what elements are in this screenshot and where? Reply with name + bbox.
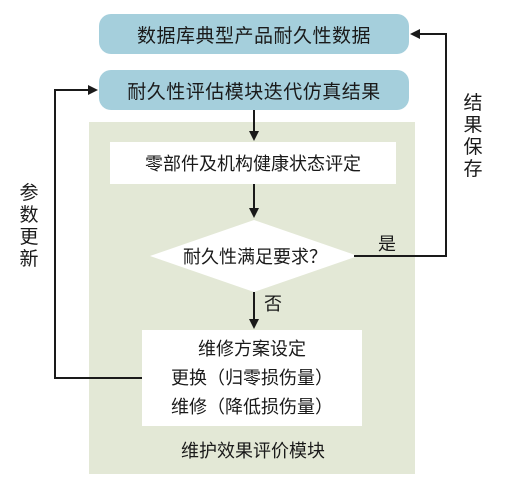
- durability-data-node: 数据库典型产品耐久性数据: [99, 14, 409, 54]
- save-result-char: 果: [463, 114, 483, 136]
- update-params-char: 更: [19, 226, 39, 248]
- module-label: 维护效果评价模块: [181, 441, 325, 462]
- save-result-char: 结: [463, 92, 483, 114]
- maintenance-title: 维修方案设定: [198, 338, 306, 360]
- maintenance-plan-node: 维修方案设定 更换（归零损伤量） 维修（降低损伤量）: [142, 330, 362, 426]
- update-params-label: 参 数 更 新: [18, 182, 40, 270]
- maintenance-repair: 维修（降低损伤量）: [171, 396, 333, 418]
- arrow-update-params: [54, 85, 142, 379]
- decision-node-label: 耐久性满足要求？: [183, 247, 327, 268]
- iteration-result-node: 耐久性评估模块迭代仿真结果: [99, 70, 409, 110]
- update-params-char: 新: [19, 248, 39, 270]
- health-assessment-node: 零部件及机构健康状态评定: [110, 142, 396, 184]
- decision-diamond: [150, 220, 358, 292]
- update-params-char: 数: [19, 204, 39, 226]
- update-params-char: 参: [19, 182, 39, 204]
- yes-label: 是: [378, 234, 396, 255]
- no-label: 否: [264, 294, 282, 315]
- arrow-yes-save-result: [354, 29, 447, 257]
- maintenance-replace: 更换（归零损伤量）: [171, 367, 333, 389]
- save-result-label: 结 果 保 存: [462, 92, 484, 180]
- save-result-char: 保: [463, 136, 483, 158]
- save-result-char: 存: [463, 158, 483, 180]
